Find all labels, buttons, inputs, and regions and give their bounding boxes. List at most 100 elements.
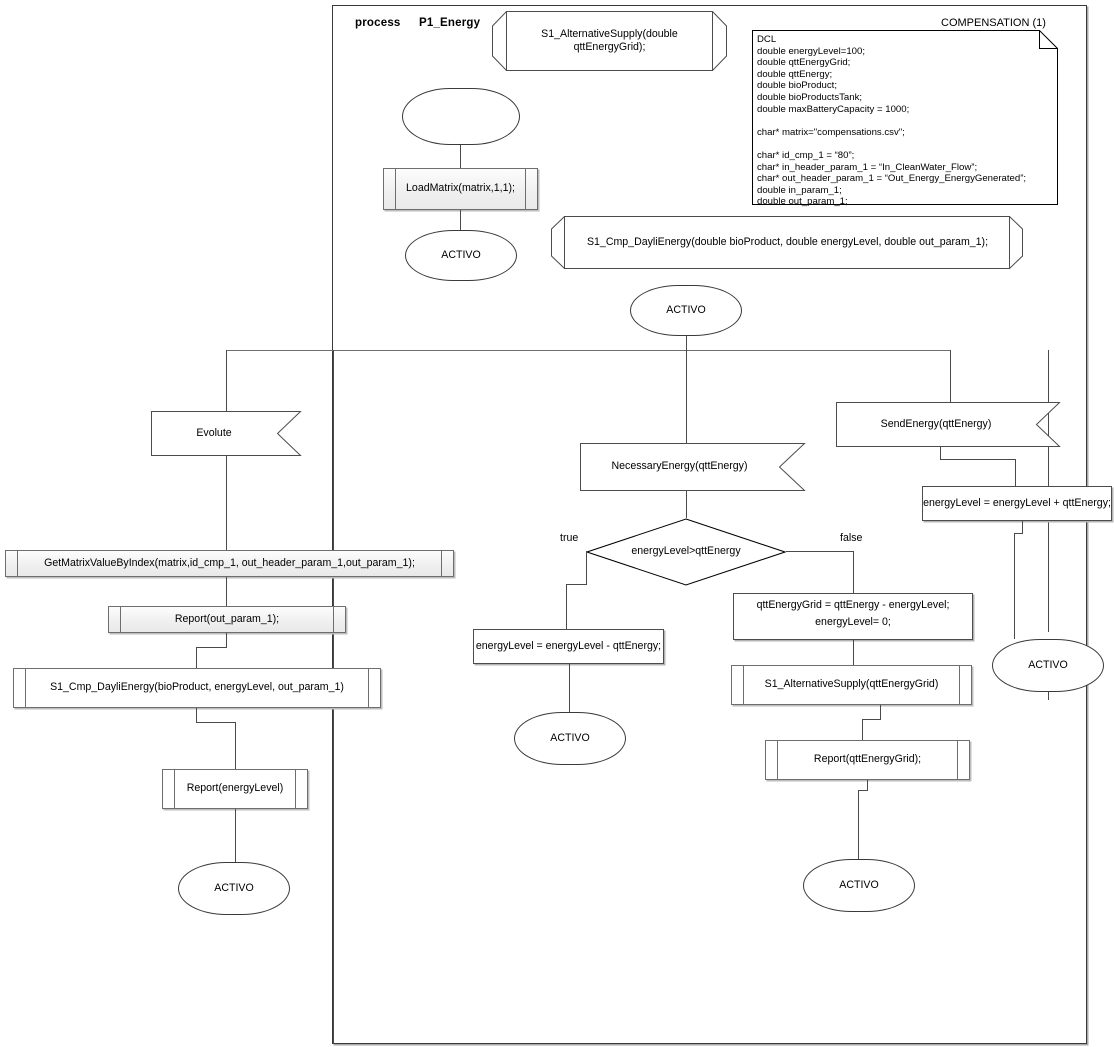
signal-declaration-cmp-dayli-energy <box>551 216 1023 269</box>
connector-cmpdayli-elbow-down2 <box>235 722 236 769</box>
signal-declaration-alternative-supply-label: S1_AlternativeSupply(double qttEnergyGri… <box>541 27 678 53</box>
task-subtract-energy <box>473 629 664 664</box>
procedure-report-grid-label: Report(qttEnergyGrid); <box>813 753 922 766</box>
input-signal-evolute <box>151 411 302 456</box>
procedure-left-bar <box>743 666 744 704</box>
task-grid-assignment <box>733 593 973 640</box>
state-activo-false-end-label: ACTIVO <box>839 878 879 891</box>
connector-altsupply-elbow-horizontal <box>862 719 881 720</box>
branch-label-false: false <box>840 532 863 544</box>
state-activo-left-end-label: ACTIVO <box>214 881 254 894</box>
connector-true-down1 <box>586 551 587 584</box>
signal-declaration-cmp-dayli-energy-label: S1_Cmp_DayliEnergy(double bioProduct, do… <box>586 235 989 248</box>
procedure-report-grid <box>765 740 970 780</box>
connector-necessaryenergy-to-decision <box>686 491 687 518</box>
procedure-cmp-dayli-energy-call-label: S1_Cmp_DayliEnergy(bioProduct, energyLev… <box>50 681 344 694</box>
process-name: P1_Energy <box>419 17 481 29</box>
branch-label-true: true <box>560 532 579 544</box>
task-add-energy <box>922 486 1112 521</box>
page-label: COMPENSATION (1) <box>941 17 1046 29</box>
connector-false-horizontal <box>786 551 853 552</box>
connector-addtask-elbow-down2 <box>1014 533 1015 639</box>
connector-report-elbow-horizontal <box>196 647 227 648</box>
connector-addtask-elbow-down1 <box>1022 521 1023 533</box>
connector-reportenergy-to-activo <box>235 809 236 862</box>
procedure-right-bar <box>525 169 526 209</box>
state-activo-main <box>630 285 742 336</box>
state-activo-left-end <box>178 862 290 915</box>
connector-subtract-to-activo <box>569 664 570 712</box>
state-activo-false-end <box>803 859 915 912</box>
state-activo-true-end <box>514 712 626 765</box>
input-signal-necessary-energy <box>580 443 806 491</box>
connector-report-elbow-down2 <box>196 647 197 668</box>
procedure-right-bar <box>957 741 958 779</box>
connector-report-elbow-down1 <box>226 633 227 647</box>
connector-false-down <box>853 551 854 593</box>
state-activo-true-end-label: ACTIVO <box>550 731 590 744</box>
input-signal-send-energy-label: SendEnergy(qttEnergy) <box>880 417 992 430</box>
procedure-left-bar <box>395 169 396 209</box>
start-state <box>402 88 520 145</box>
task-add-energy-label: energyLevel = energyLevel + qttEnergy; <box>923 496 1111 509</box>
connector-altsupply-elbow-down2 <box>862 719 863 740</box>
task-grid-assignment-line2: energyLevel= 0; <box>815 615 891 628</box>
procedure-left-bar <box>17 551 18 576</box>
input-signal-necessary-energy-label: NecessaryEnergy(qttEnergy) <box>611 460 748 473</box>
fanout-branch-right-vertical <box>950 350 951 402</box>
connector-gridtask-to-altsupply <box>853 640 854 665</box>
connector-cmpdayli-elbow-down1 <box>196 708 197 722</box>
process-frame <box>332 5 1087 1044</box>
procedure-get-matrix-value-by-index-label: GetMatrixValueByIndex(matrix,id_cmp_1, o… <box>44 556 415 569</box>
connector-reportgrid-elbow-horizontal <box>858 790 868 791</box>
procedure-alternative-supply-call-label: S1_AlternativeSupply(qttEnergyGrid) <box>764 678 939 691</box>
fanout-branch-middle-vertical <box>686 350 687 445</box>
state-activo-right-end <box>992 639 1104 692</box>
process-keyword: process <box>355 17 401 29</box>
declaration-note-text: DCL double energyLevel=100; double qttEn… <box>757 34 1027 208</box>
connector-addtask-elbow-horizontal <box>1014 533 1023 534</box>
connector-evolute-to-getmatrix <box>226 456 227 550</box>
connector-reportgrid-elbow-down2 <box>858 790 859 859</box>
procedure-right-bar <box>368 669 369 707</box>
procedure-left-bar <box>25 669 26 707</box>
signal-declaration-alternative-supply <box>492 11 727 71</box>
procedure-left-bar <box>174 770 175 808</box>
connector-sendenergy-elbow-down2 <box>1015 459 1016 486</box>
procedure-report-energy-level <box>162 769 308 809</box>
task-grid-assignment-line1: qttEnergyGrid = qttEnergy - energyLevel; <box>756 598 950 611</box>
procedure-right-bar <box>295 770 296 808</box>
procedure-load-matrix-label: LoadMatrix(matrix,1,1); <box>406 182 515 195</box>
procedure-alternative-supply-call <box>731 665 972 705</box>
connector-sendenergy-elbow-horizontal <box>940 459 1015 460</box>
procedure-right-bar <box>959 666 960 704</box>
state-activo-after-load <box>405 230 517 281</box>
right-rail-vertical-lower <box>1048 692 1049 700</box>
connector-getmatrix-to-report <box>226 577 227 606</box>
fanout-branch-left-vertical <box>226 350 227 414</box>
connector-sendenergy-elbow-down1 <box>940 447 941 459</box>
connector-reportgrid-elbow-down1 <box>867 780 868 790</box>
connector-mainstate-to-split <box>686 336 687 350</box>
connector-start-to-loadmatrix <box>460 145 461 168</box>
connector-true-horizontal <box>566 584 587 585</box>
procedure-cmp-dayli-energy-call <box>13 668 381 708</box>
decision-label: energyLevel>qttEnergy <box>631 545 741 558</box>
declaration-note: DCL double energyLevel=100; double qttEn… <box>752 30 1058 208</box>
procedure-report-out-param-label: Report(out_param_1); <box>174 612 280 625</box>
procedure-get-matrix-value-by-index <box>5 550 454 577</box>
procedure-right-bar <box>441 551 442 576</box>
connector-altsupply-elbow-down1 <box>880 705 881 719</box>
connector-loadmatrix-to-activo <box>460 210 461 230</box>
state-fanout-bar <box>226 350 950 351</box>
decision-energylevel-gt-qttenergy <box>586 518 786 586</box>
procedure-left-bar <box>120 607 121 632</box>
procedure-right-bar <box>333 607 334 632</box>
procedure-left-bar <box>777 741 778 779</box>
declaration-note-shape <box>752 30 1058 205</box>
connector-cmpdayli-elbow-horizontal <box>196 722 235 723</box>
state-activo-after-load-label: ACTIVO <box>441 248 481 261</box>
state-activo-right-end-label: ACTIVO <box>1028 658 1068 671</box>
connector-true-down2 <box>566 584 567 629</box>
